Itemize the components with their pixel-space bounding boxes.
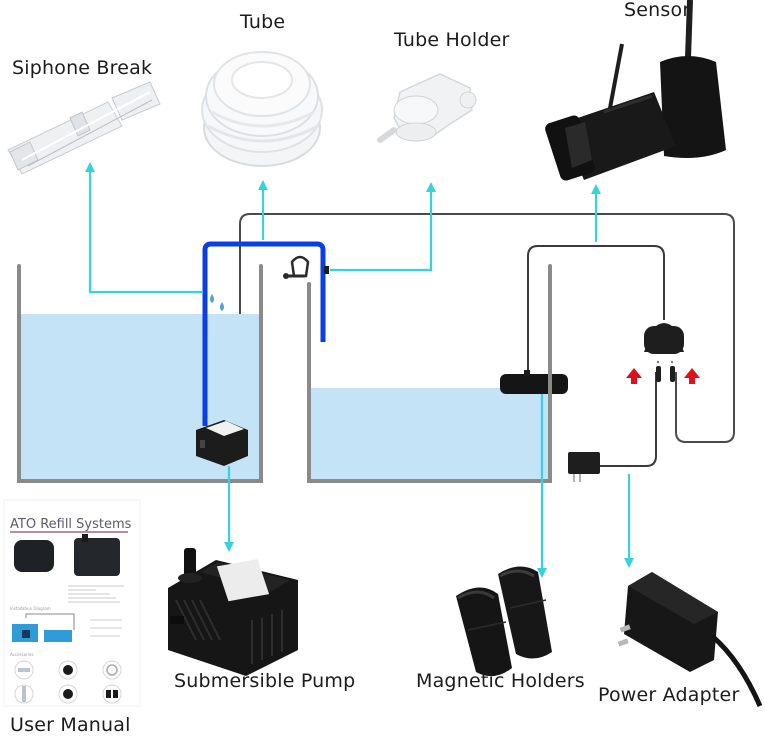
sensor-in-tank xyxy=(500,370,568,394)
label-tube: Tube xyxy=(240,11,286,33)
label-power-adapter: Power Adapter xyxy=(598,684,740,706)
controller-unit xyxy=(644,323,684,382)
siphon-tube xyxy=(202,241,326,426)
label-siphone-break: Siphone Break xyxy=(12,57,153,79)
manual-title: ATO Refill Systems xyxy=(10,517,132,532)
tube-holder-image xyxy=(377,73,477,143)
manual-diagram-heading: Installation Diagram xyxy=(10,606,51,611)
pump-in-tank xyxy=(196,420,248,466)
label-magnetic-holders: Magnetic Holders xyxy=(416,670,585,692)
adapter-in-diagram xyxy=(568,452,600,482)
user-manual-image: ATO Refill Systems Installation Diagram … xyxy=(3,499,141,707)
magnetic-holders-image xyxy=(456,566,552,677)
sensor-image xyxy=(545,0,726,181)
submersible-pump-image xyxy=(168,548,298,676)
siphone-break-image xyxy=(7,81,161,175)
plug-in-arrow-icon xyxy=(626,368,700,384)
pointer-lines xyxy=(88,168,631,572)
aquarium-tank xyxy=(307,264,552,483)
pump-power-cable xyxy=(239,213,735,443)
power-adapter-image xyxy=(617,572,763,707)
pointer-arrowheads xyxy=(85,162,634,578)
label-sensor: Sensor xyxy=(624,0,691,21)
pointer-tube-holder xyxy=(330,188,433,272)
label-tube-holder: Tube Holder xyxy=(394,29,510,51)
pointer-siphone-break xyxy=(88,168,203,294)
label-user-manual: User Manual xyxy=(10,714,131,736)
aquarium-water xyxy=(310,388,550,480)
tube-holder-mount xyxy=(283,255,329,279)
tube-coil-image xyxy=(201,51,323,167)
sensor-cable xyxy=(527,245,665,372)
water-drops-icon xyxy=(210,294,224,311)
label-submersible-pump: Submersible Pump xyxy=(174,670,356,692)
manual-accessories-heading: Accessories xyxy=(10,652,33,657)
adapter-cable xyxy=(598,372,657,467)
